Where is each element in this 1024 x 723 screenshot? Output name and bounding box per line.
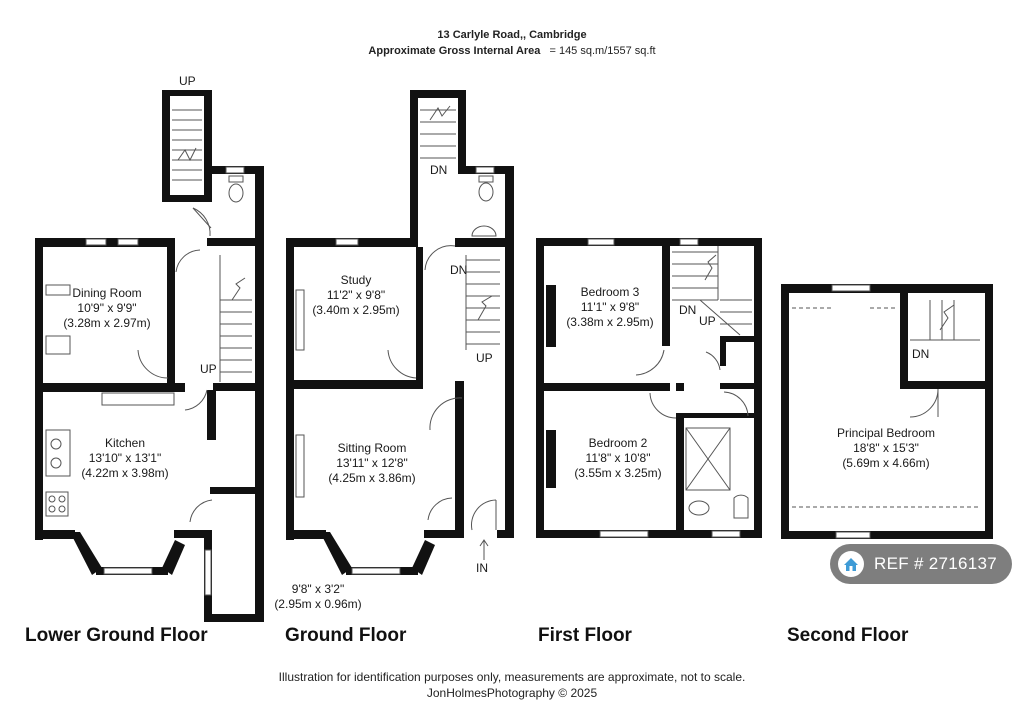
room-bedroom3-imperial: 11'1" x 9'8" [580, 300, 640, 314]
room-dining-name: Dining Room [72, 286, 142, 300]
room-study-name: Study [340, 273, 372, 287]
s-dn-label: DN [912, 347, 930, 361]
room-sitting-name: Sitting Room [337, 441, 407, 455]
room-principal-imperial: 18'8" x 15'3" [853, 441, 919, 455]
room-bedroom3: Bedroom 3 11'1" x 9'8" (3.38m x 2.95m) [552, 285, 668, 330]
room-store-metric: (2.95m x 0.96m) [274, 597, 362, 611]
room-kitchen-metric: (4.22m x 3.98m) [81, 466, 169, 480]
ref-number: 2716137 [928, 554, 998, 573]
floor-name-first: First Floor [538, 625, 632, 646]
room-bedroom2-imperial: 11'8" x 10'8" [585, 451, 651, 465]
credit: JonHolmesPhotography © 2025 [426, 686, 598, 700]
room-study-imperial: 11'2" x 9'8" [326, 288, 386, 302]
lg-up-stairs-label: UP [200, 362, 217, 376]
room-kitchen: Kitchen 13'10" x 13'1" (4.22m x 3.98m) [66, 436, 184, 481]
room-store-imperial: 9'8" x 3'2" [291, 582, 345, 596]
g-dn-top-label: DN [430, 163, 448, 177]
room-study: Study 11'2" x 9'8" (3.40m x 2.95m) [300, 273, 412, 318]
room-sitting-imperial: 13'11" x 12'8" [336, 456, 408, 470]
house-icon [838, 551, 864, 577]
room-principal-metric: (5.69m x 4.66m) [842, 456, 930, 470]
fixtures [45, 105, 980, 596]
g-up-label: UP [476, 351, 493, 365]
room-sitting: Sitting Room 13'11" x 12'8" (4.25m x 3.8… [312, 441, 432, 486]
room-bedroom3-metric: (3.38m x 2.95m) [566, 315, 654, 329]
room-bedroom3-name: Bedroom 3 [580, 285, 640, 299]
room-kitchen-imperial: 13'10" x 13'1" [88, 451, 162, 465]
f-up-label: UP [699, 314, 716, 328]
ref-text: REF # 2716137 [874, 554, 997, 574]
room-principal-name: Principal Bedroom [836, 426, 936, 440]
floor-name-lower-ground: Lower Ground Floor [25, 625, 208, 646]
ref-badge: REF # 2716137 [830, 544, 1012, 584]
room-store: 9'8" x 3'2" (2.95m x 0.96m) [266, 582, 370, 612]
room-bedroom2-name: Bedroom 2 [588, 436, 648, 450]
first-floor-walls [536, 238, 762, 538]
room-kitchen-name: Kitchen [104, 436, 146, 450]
room-bedroom2: Bedroom 2 11'8" x 10'8" (3.55m x 3.25m) [560, 436, 676, 481]
property-address: 13 Carlyle Road,, Cambridge [437, 29, 587, 41]
floor-name-ground: Ground Floor [285, 625, 407, 646]
room-principal-bedroom: Principal Bedroom 18'8" x 15'3" (5.69m x… [820, 426, 952, 471]
room-dining-imperial: 10'9" x 9'9" [77, 301, 137, 315]
disclaimer: Illustration for identification purposes… [278, 670, 746, 684]
gross-area-value: = 145 sq.m/1557 sq.ft [549, 45, 656, 57]
gross-area-label: Approximate Gross Internal Area [368, 45, 541, 57]
ref-hash: # [913, 554, 924, 573]
room-bedroom2-metric: (3.55m x 3.25m) [574, 466, 662, 480]
room-dining-metric: (3.28m x 2.97m) [63, 316, 151, 330]
g-dn-mid-label: DN [450, 263, 468, 277]
room-study-metric: (3.40m x 2.95m) [312, 303, 400, 317]
room-sitting-metric: (4.25m x 3.86m) [328, 471, 416, 485]
entrance-label: IN [476, 561, 488, 575]
lg-up-top-label: UP [179, 74, 196, 88]
ref-label: REF [874, 554, 909, 573]
gross-area: Approximate Gross Internal Area = 145 sq… [0, 45, 1024, 57]
room-dining: Dining Room 10'9" x 9'9" (3.28m x 2.97m) [48, 286, 166, 331]
floor-name-second: Second Floor [787, 625, 909, 646]
second-floor-walls [781, 284, 993, 539]
f-dn-label: DN [679, 303, 697, 317]
